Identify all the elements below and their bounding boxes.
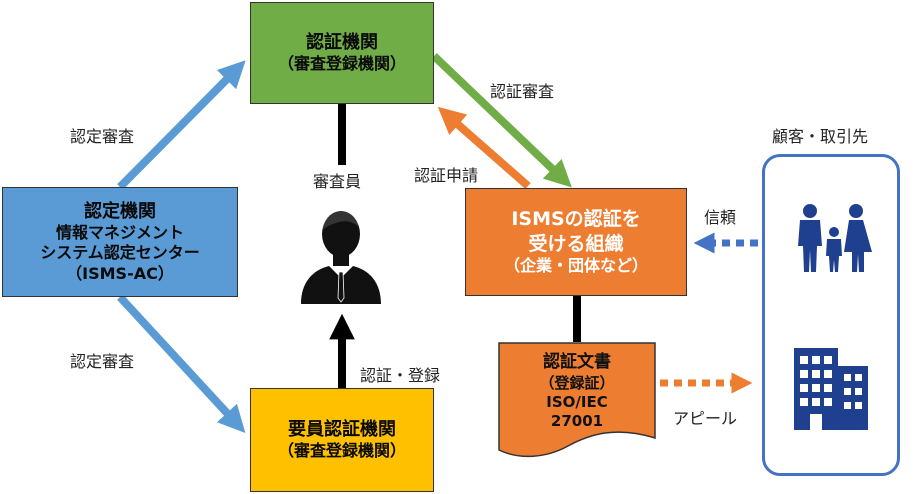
personnel-body-subtitle: （審査登録機関） [277,441,406,461]
certificate-line-3: 27001 [550,412,604,431]
arrow-accreditation-to-certification [117,60,246,190]
certification-body-title: 認証機関 [306,32,378,54]
personnel-certification-body-box: 要員認証機関 （審査登録機関） [250,388,434,492]
personnel-body-title: 要員認証機関 [288,419,396,441]
accreditation-body-title: 認定機関 [84,200,156,222]
certification-body-box: 認証機関 （審査登録機関） [250,2,434,104]
customers-label: 顧客・取引先 [772,127,869,146]
organization-line-2: 受ける組織 [528,232,624,255]
office-building-icon [794,348,868,430]
arrow-certification-audit [431,53,572,188]
certification-body-subtitle: （審査登録機関） [277,54,406,74]
label-accreditation-bottom: 認定審査 [70,352,135,371]
business-person-icon [301,210,381,304]
arrow-certification-application [437,106,531,190]
accreditation-body-line-2: システム認定センター [40,243,200,263]
label-trust: 信頼 [704,208,737,227]
certificate-line-1: （登録証） [539,374,615,393]
label-certification-audit: 認証審査 [490,82,555,101]
certificate-title: 認証文書 [543,352,611,373]
auditor-label: 審査員 [313,172,362,191]
certificate-document: 認証文書 （登録証） ISO/IEC 27001 [498,342,656,442]
organization-subtitle: （企業・団体など） [503,256,648,276]
label-certification-application: 認証申請 [414,166,479,185]
label-registration: 認証・登録 [360,366,441,385]
accreditation-body-box: 認定機関 情報マネジメント システム認定センター （ISMS-AC） [2,187,238,297]
accreditation-body-line-1: 情報マネジメント [55,222,184,242]
label-appeal: アピール [673,409,738,428]
accreditation-body-line-3: （ISMS-AC） [66,263,174,283]
certificate-document-shape [498,342,656,458]
certificate-line-2: ISO/IEC [546,393,608,412]
certified-organization-box: ISMSの認証を 受ける組織 （企業・団体など） [465,188,687,296]
label-accreditation-top: 認定審査 [70,127,135,146]
arrow-accreditation-to-personnel [117,294,246,433]
family-icon [798,204,872,272]
organization-line-1: ISMSの認証を [511,208,641,231]
